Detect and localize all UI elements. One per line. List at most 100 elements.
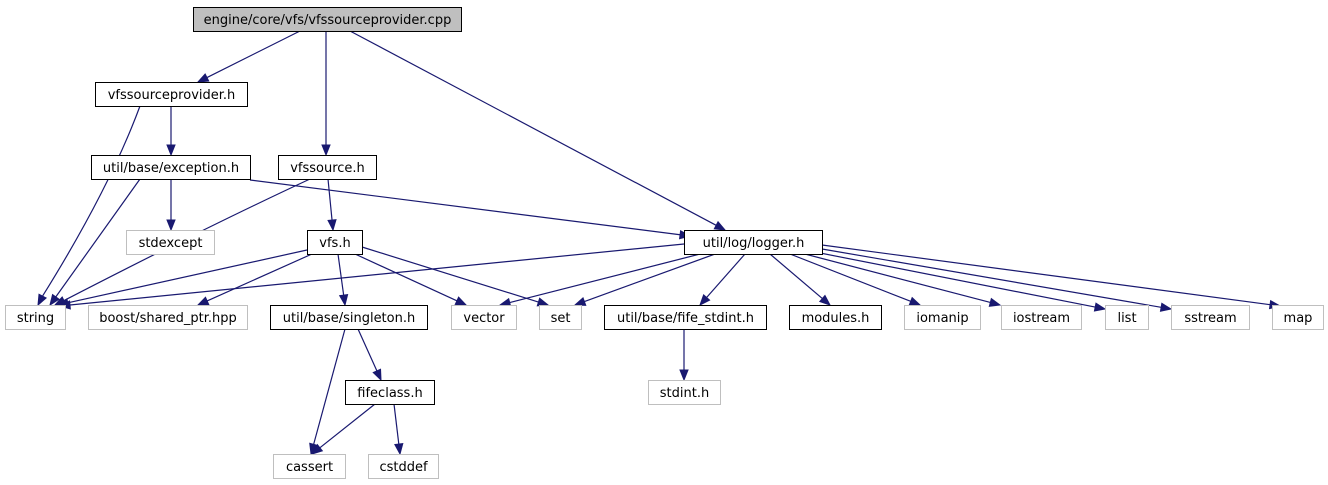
node-label: list [1117,311,1136,326]
node-label: iomanip [916,311,968,326]
node-label: fifeclass.h [357,386,422,401]
node-label: stdexcept [139,236,203,251]
edge-arrowhead [818,294,832,306]
edge-line [313,328,346,445]
node-box [648,380,721,405]
node-label: set [551,311,571,326]
edge-line [327,178,333,221]
node-box [1272,305,1324,330]
node-label: cstddef [379,460,428,475]
edge-arrowhead [536,297,550,307]
node-label: util/log/logger.h [703,236,805,251]
edge-line [821,248,1162,308]
edge-line [349,30,717,226]
edge-arrowhead [1159,302,1173,312]
edge-arrowhead [573,296,587,306]
edge-exception_h-to-string [49,178,141,307]
node-vfssourceprovider-h[interactable]: vfssourceprovider.h [95,82,248,107]
edge-arrowhead [679,369,689,382]
node-root[interactable]: engine/core/vfs/vfssourceprovider.cpp [193,7,462,32]
edge-vfs_h-to-vector [354,253,468,306]
edge-line [206,30,301,79]
node-iomanip: iomanip [904,305,981,330]
node-exception-h[interactable]: util/base/exception.h [91,155,251,180]
edge-line [67,249,308,304]
node-fife-stdint-h[interactable]: util/base/fife_stdint.h [604,305,767,330]
edge-line [789,253,911,302]
node-label: util/base/fife_stdint.h [617,311,754,326]
edge-line [361,246,539,303]
node-stdexcept: stdexcept [126,230,215,255]
node-box [345,380,435,405]
edge-line [249,179,681,236]
edge-vfs_h-to-string [56,249,308,308]
edge-vfssource_h-to-vfs_h [327,178,337,232]
edge-arrowhead [166,144,176,157]
node-modules-h[interactable]: modules.h [789,305,882,330]
edge-logger_h-to-modules_h [769,253,832,306]
edge-arrowhead [713,220,727,231]
edge-fifeclass_h-to-cassert [310,403,376,455]
node-box [88,305,248,330]
node-label: map [1284,311,1313,326]
edge-arrowhead [454,296,468,306]
edge-arrowhead [338,293,349,307]
edge-logger_h-to-sstream [821,248,1173,312]
edge-line [814,251,1096,308]
edge-vfssourceprovider_h-to-exception_h [166,106,176,157]
node-vfs-h[interactable]: vfs.h [307,230,363,255]
edge-arrowhead [166,219,176,232]
edge-line [509,253,701,304]
node-label: boost/shared_ptr.hpp [99,311,237,326]
node-singleton-h[interactable]: util/base/singleton.h [270,305,428,330]
edge-logger_h-to-iostream [804,253,1002,307]
node-box [270,305,428,330]
node-box [904,305,981,330]
node-stdint-h: stdint.h [648,380,721,405]
node-label: util/base/singleton.h [283,311,415,326]
node-cassert: cassert [273,454,346,479]
edge-line [69,243,685,306]
edge-arrowhead [988,297,1002,307]
edge-vfs_h-to-singleton_h [337,253,349,307]
edge-logger_h-to-set [573,253,716,306]
edge-arrowhead [49,293,60,307]
edge-logger_h-to-list [814,251,1107,312]
node-label: modules.h [802,311,870,326]
edge-exception_h-to-stdexcept [166,179,176,232]
edge-line [337,253,345,296]
node-box [95,82,248,107]
node-box [539,305,582,330]
node-box [91,155,251,180]
edge-root-to-vfssourceprovider_h [196,30,301,83]
node-label: cassert [286,460,333,475]
edge-root-to-logger_h [349,30,727,231]
node-logger-h[interactable]: util/log/logger.h [684,230,823,255]
node-shared-ptr: boost/shared_ptr.hpp [88,305,248,330]
edge-arrowhead [908,296,922,306]
edge-vfssourceprovider_h-to-string [37,105,141,307]
edge-line [584,253,716,303]
node-set: set [539,305,582,330]
edge-line [393,403,400,445]
edge-arrowhead [372,368,382,382]
node-vector: vector [451,305,517,330]
node-box [278,155,377,180]
node-vfssource-h[interactable]: vfssource.h [278,155,377,180]
edge-logger_h-to-vector [498,253,701,307]
edge-line [769,253,823,299]
node-label: string [17,311,54,326]
edge-vfs_h-to-shared_ptr [196,253,313,306]
node-label: util/base/exception.h [103,161,239,176]
node-list: list [1105,305,1149,330]
edge-root-to-vfssource_h [321,31,331,157]
node-label: vfssource.h [290,161,365,176]
node-fifeclass-h[interactable]: fifeclass.h [345,380,435,405]
node-string: string [5,305,66,330]
node-box [1105,305,1149,330]
node-label: stdint.h [660,386,709,401]
node-box [126,230,215,255]
node-box [1171,305,1250,330]
edge-arrowhead [321,144,331,157]
